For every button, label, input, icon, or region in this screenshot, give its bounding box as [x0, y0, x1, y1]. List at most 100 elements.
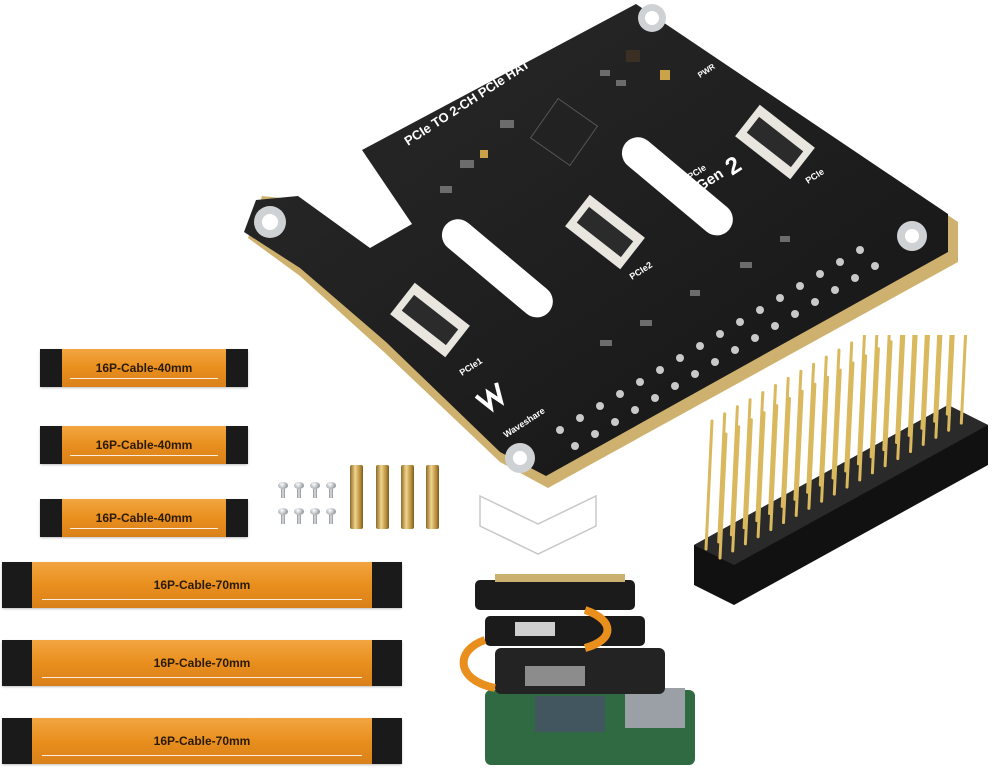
cable-trace	[70, 378, 218, 379]
header-pin	[768, 384, 777, 515]
waveshare-logo	[474, 382, 505, 413]
header-pin	[845, 361, 855, 489]
cable-70mm: 16P-Cable-70mm	[2, 640, 402, 686]
header-pins	[704, 335, 968, 560]
header-pin	[718, 432, 728, 560]
cable-label: 16P-Cable-40mm	[95, 511, 193, 525]
cable-label: 16P-Cable-40mm	[95, 361, 193, 375]
cable-end	[372, 640, 402, 686]
header-pin	[920, 335, 928, 430]
smd-components	[440, 50, 790, 346]
header-pin	[806, 362, 816, 494]
header-pin	[870, 347, 880, 475]
header-pin	[743, 418, 753, 546]
cable-end	[2, 718, 32, 764]
header-pin	[794, 389, 804, 517]
cable-trace	[42, 599, 362, 600]
brass-standoff	[376, 465, 389, 529]
stacked-assembly-photo	[459, 574, 695, 765]
header-pin	[844, 341, 854, 473]
brass-standoff	[426, 465, 439, 529]
screw	[278, 482, 288, 498]
screw	[294, 508, 304, 524]
header-pin	[755, 391, 765, 523]
cable-end	[40, 499, 62, 537]
cable-trace	[42, 677, 362, 678]
cable-40mm: 16P-Cable-40mm	[40, 499, 248, 537]
screw	[310, 482, 320, 498]
cable-end	[2, 562, 32, 608]
header-pin	[869, 335, 879, 459]
cable-end	[226, 426, 248, 464]
gpio-pin-header	[694, 335, 988, 605]
cable-end	[2, 640, 32, 686]
header-pin	[945, 335, 953, 416]
header-pin	[807, 382, 817, 510]
cable-end	[226, 499, 248, 537]
cable-end	[40, 426, 62, 464]
cable-trace	[70, 528, 218, 529]
brass-standoff	[401, 465, 414, 529]
fpc-connector-pcie	[735, 104, 815, 180]
header-pin	[933, 335, 941, 423]
screw	[326, 508, 336, 524]
gpio-holes	[556, 246, 879, 450]
header-pin	[780, 376, 790, 508]
header-pin	[896, 335, 906, 461]
cable-label: 16P-Cable-70mm	[153, 656, 251, 670]
header-pin	[742, 398, 752, 530]
pcie-switch-chip	[529, 97, 599, 167]
screw	[294, 482, 304, 498]
header-pin	[909, 335, 918, 453]
header-pin	[756, 411, 766, 539]
header-pin	[934, 335, 943, 439]
header-pin	[882, 335, 891, 452]
cable-end	[372, 562, 402, 608]
fpc-connector-pcie1	[390, 282, 470, 358]
chevron-down-icon	[479, 494, 597, 555]
cable-40mm: 16P-Cable-40mm	[40, 349, 248, 387]
header-pin	[729, 405, 739, 537]
screw	[278, 508, 288, 524]
cable-40mm: 16P-Cable-40mm	[40, 426, 248, 464]
header-pin	[832, 368, 842, 496]
screw	[310, 508, 320, 524]
cable-label: 16P-Cable-40mm	[95, 438, 193, 452]
mounting-hole	[505, 443, 535, 473]
header-pin	[856, 335, 866, 466]
header-pin	[907, 335, 916, 437]
header-pin	[793, 369, 803, 501]
board-slot	[621, 137, 733, 236]
header-pin	[769, 404, 779, 532]
cable-end	[226, 349, 248, 387]
header-pin	[818, 355, 828, 487]
header-pin	[704, 419, 714, 551]
header-pin	[959, 335, 968, 425]
cable-trace	[42, 755, 362, 756]
header-pin	[717, 412, 727, 544]
mounting-hole	[254, 206, 286, 238]
cable-70mm: 16P-Cable-70mm	[2, 562, 402, 608]
cable-end	[40, 349, 62, 387]
cable-label: 16P-Cable-70mm	[153, 578, 251, 592]
cable-label: 16P-Cable-70mm	[153, 734, 251, 748]
mounting-hole	[638, 4, 666, 32]
header-pin	[831, 348, 841, 480]
header-pin	[895, 335, 904, 444]
screw	[326, 482, 336, 498]
header-pin	[883, 340, 893, 468]
header-pin	[858, 354, 868, 482]
header-pin	[921, 335, 930, 446]
cable-end	[372, 718, 402, 764]
mounting-hole	[897, 221, 927, 251]
header-pin	[731, 425, 741, 553]
brass-standoff	[350, 465, 363, 529]
cable-trace	[70, 455, 218, 456]
header-pin	[782, 397, 791, 524]
cable-70mm: 16P-Cable-70mm	[2, 718, 402, 764]
board-slot	[441, 219, 553, 318]
fpc-connector-pcie2	[565, 194, 645, 270]
header-pin	[947, 335, 955, 432]
header-pin	[820, 375, 830, 503]
